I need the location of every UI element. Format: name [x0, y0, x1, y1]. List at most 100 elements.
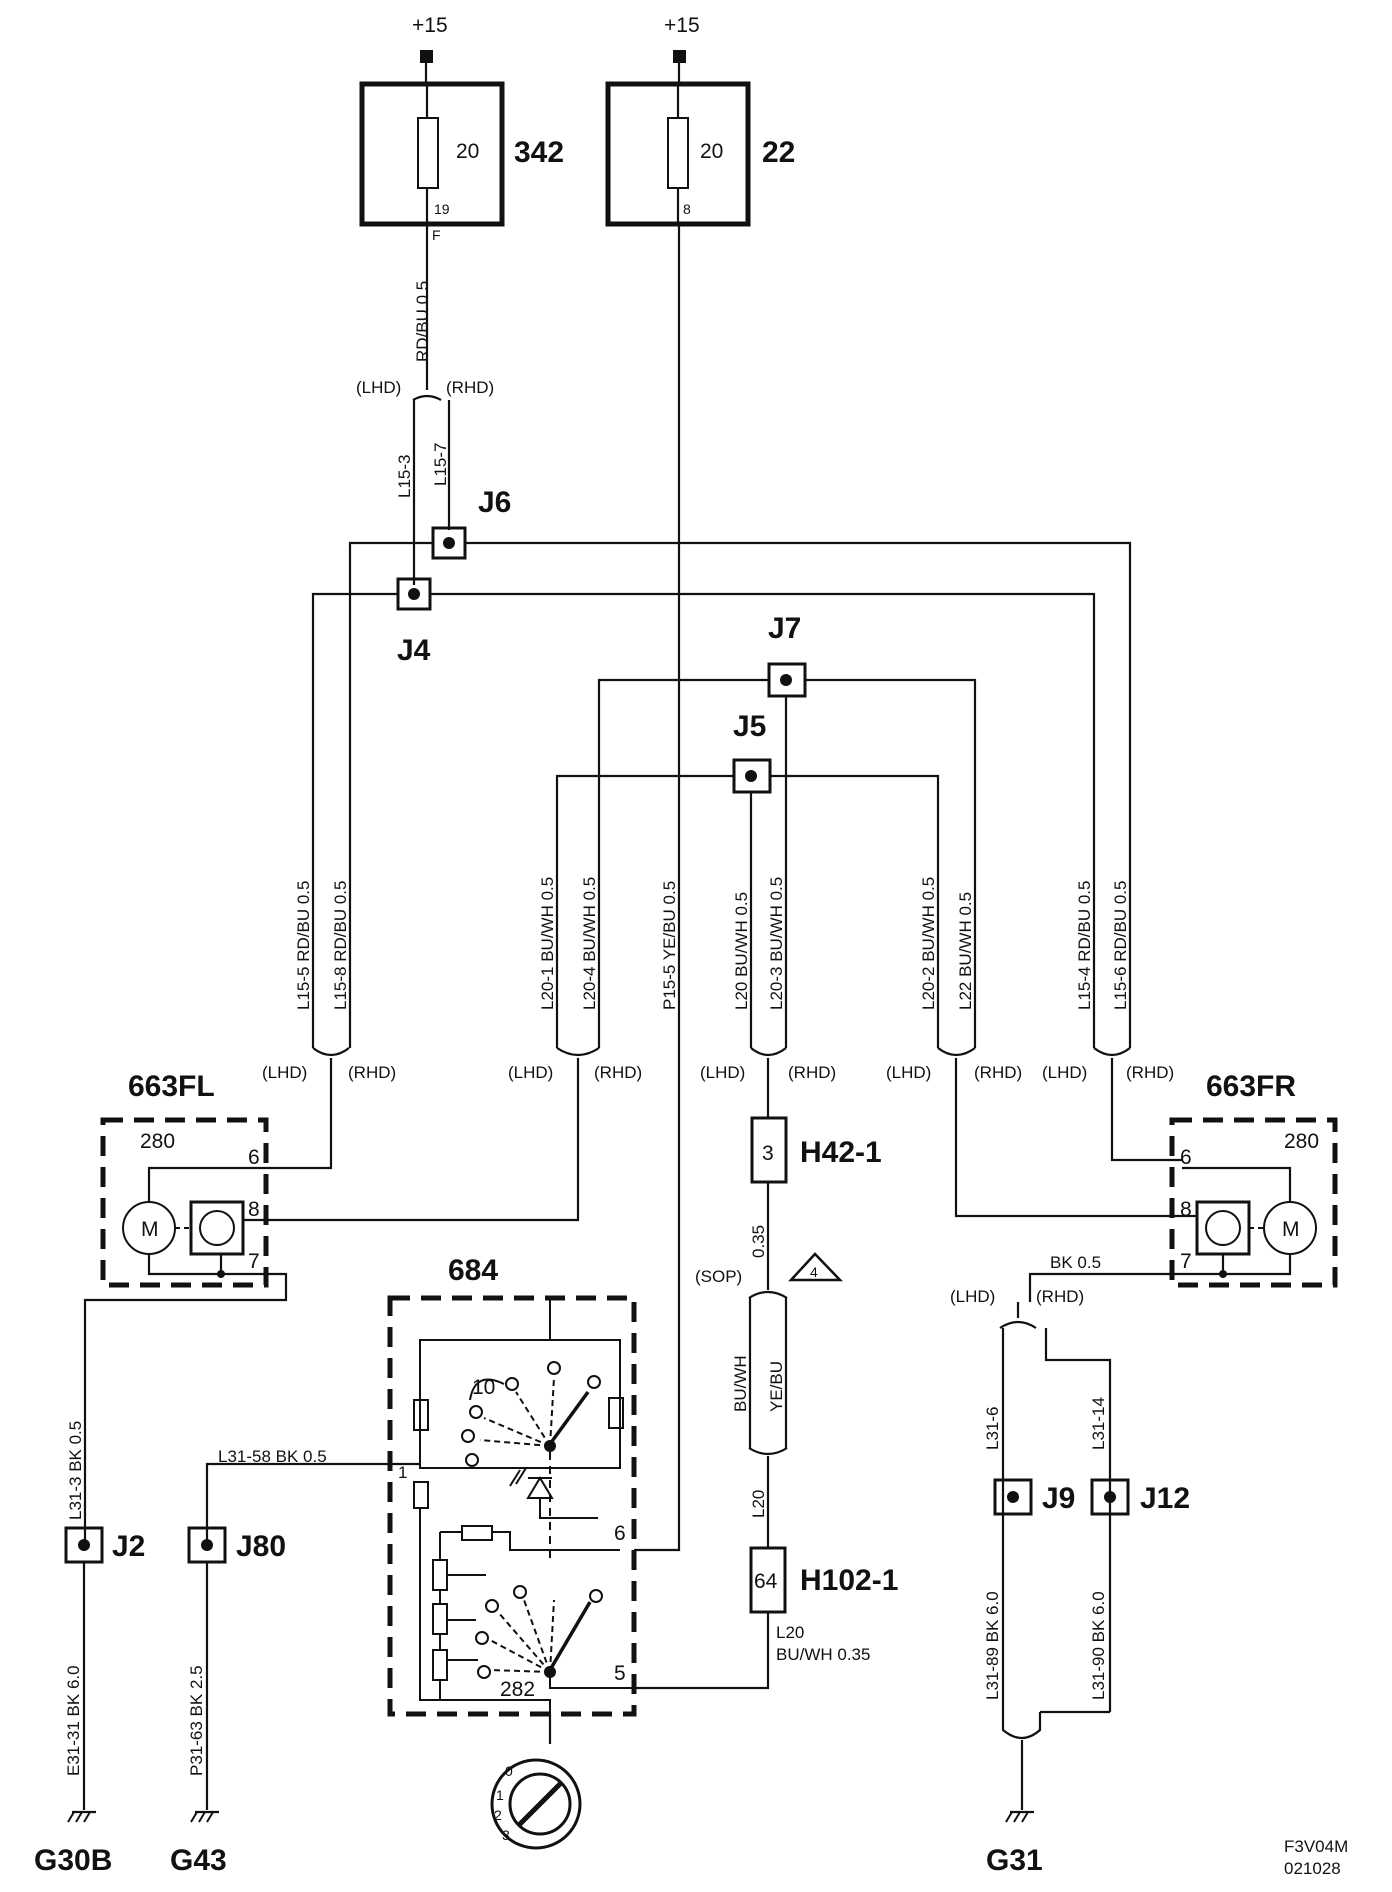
- wire-l31-90-label: L31-90 BK 6.0: [1089, 1591, 1108, 1700]
- rotary-knob[interactable]: 0 1 2 3: [490, 1714, 582, 1850]
- wire-l15-6-label: L15-6 RD/BU 0.5: [1111, 881, 1130, 1010]
- merge-brace-l22: (LHD) (RHD): [886, 1047, 1172, 1218]
- merge-brace-fl: (LHD) (RHD): [262, 1047, 396, 1160]
- connector-h42-1: 3 H42-1: [750, 1116, 882, 1184]
- wire-l31-89-label: L31-89 BK 6.0: [983, 1591, 1002, 1700]
- supply-left: +15: [412, 14, 448, 82]
- merge-brace-g31: (LHD) (RHD): [950, 1287, 1084, 1329]
- connector-h102-1-pin: 64: [754, 1570, 778, 1593]
- fuse-22: 20 8 22: [605, 81, 795, 227]
- wire-l20c-spec-label: BU/WH 0.35: [776, 1645, 870, 1664]
- junction-j7: J7: [767, 612, 807, 698]
- variant-lhd-top: (LHD): [356, 378, 401, 397]
- ground-g31-label: G31: [986, 1844, 1043, 1877]
- motor-663fr-pin6: 6: [1180, 1146, 1192, 1169]
- variant-lhd-fl: (LHD): [262, 1063, 307, 1082]
- junction-j5: J5: [732, 710, 772, 794]
- variant-lhd-fr: (LHD): [1042, 1063, 1087, 1082]
- variant-rhd-top: (RHD): [446, 378, 494, 397]
- variant-lhd-g31: (LHD): [950, 1287, 995, 1306]
- variant-sop: (SOP): [695, 1267, 742, 1286]
- wire-e31-31-label: E31-31 BK 6.0: [64, 1665, 83, 1776]
- junction-j12-label: J12: [1140, 1482, 1190, 1515]
- fuse-22-id: 22: [762, 136, 795, 169]
- motor-663fr-pin8: 8: [1180, 1198, 1192, 1221]
- motor-663fl-m: M: [141, 1218, 159, 1241]
- wire-l20-2-label: L20-2 BU/WH 0.5: [919, 877, 938, 1010]
- motor-663fr-pin7: 7: [1180, 1250, 1192, 1273]
- motor-663fl-pin7: 7: [248, 1250, 260, 1273]
- wire-l20-label: L20 BU/WH 0.5: [732, 892, 751, 1010]
- merge-brace-l20: (LHD) (RHD): [508, 1047, 642, 1200]
- junction-j6: J6: [431, 486, 511, 560]
- junction-j9: L31-6 J9 L31-89 BK 6.0: [983, 1407, 1075, 1700]
- motor-663fl: 663FL 280 6 8 7 M: [100, 1070, 333, 1288]
- variant-rhd-g31: (RHD): [1036, 1287, 1084, 1306]
- diagram-date: 021028: [1284, 1859, 1341, 1878]
- knob-mark-0: 0: [505, 1763, 513, 1779]
- ground-g30b: G30B: [34, 1810, 112, 1877]
- wire-l20-1-label: L20-1 BU/WH 0.5: [538, 877, 557, 1010]
- motor-663fr-id: 663FR: [1206, 1070, 1296, 1103]
- switch-684-id: 684: [448, 1254, 498, 1287]
- motor-663fr: 663FR 280 6 8 7 M: [1169, 1070, 1338, 1288]
- knob-mark-3: 3: [502, 1827, 510, 1843]
- wire-p15-5-label: P15-5 YE/BU 0.5: [660, 881, 679, 1010]
- junction-j80-label: J80: [236, 1530, 286, 1563]
- fuse-22-pin: 8: [683, 201, 691, 217]
- motor-663fl-pin8: 8: [248, 1198, 260, 1221]
- junction-j4: J4: [396, 577, 432, 667]
- motor-663fl-id: 663FL: [128, 1070, 215, 1103]
- junction-j7-label: J7: [768, 612, 801, 645]
- wire-l20-4-label: L20-4 BU/WH 0.5: [580, 877, 599, 1010]
- variant-rhd-fr: (RHD): [1126, 1063, 1174, 1082]
- wire-l15-3-label: L15-3: [395, 455, 414, 498]
- switch-684: 684 10 1 6 5 282: [387, 1254, 637, 1730]
- connector-h42-1-pin: 3: [762, 1142, 774, 1165]
- wire-buwh-label: BU/WH: [731, 1355, 750, 1412]
- junction-j2: L31-3 BK 0.5 J2 E31-31 BK 6.0: [64, 1421, 145, 1810]
- junction-j6-label: J6: [478, 486, 511, 519]
- junction-j4-label: J4: [397, 634, 431, 667]
- ground-g30b-label: G30B: [34, 1844, 112, 1877]
- ground-g31: G31: [986, 1710, 1110, 1877]
- switch-684-pin6: 6: [614, 1522, 626, 1545]
- wire-p31-63-label: P31-63 BK 2.5: [187, 1665, 206, 1776]
- motor-663fl-code: 280: [140, 1130, 175, 1153]
- wire-l15-4-label: L15-4 RD/BU 0.5: [1075, 881, 1094, 1010]
- ground-g43: G43: [170, 1810, 227, 1877]
- note-number: 4: [810, 1264, 818, 1280]
- variant-lhd-h42: (LHD): [700, 1063, 745, 1082]
- switch-684-pin1: 1: [398, 1463, 407, 1482]
- switch-684-pin10: 10: [472, 1376, 495, 1399]
- motor-663fl-pin6: 6: [248, 1146, 260, 1169]
- variant-rhd-l22: (RHD): [974, 1063, 1022, 1082]
- wire-l22-label: L22 BU/WH 0.5: [956, 892, 975, 1010]
- merge-brace-fr: (LHD) (RHD): [1042, 1047, 1182, 1162]
- variant-lhd-l22: (LHD): [886, 1063, 931, 1082]
- junction-j5-label: J5: [733, 710, 766, 743]
- fuse-342-output-wire: RD/BU 0.5 (LHD) (RHD) L15-3 L15-7: [356, 224, 494, 585]
- wire-yebu-label: YE/BU: [767, 1361, 786, 1412]
- wire-l20-3-label: L20-3 BU/WH 0.5: [767, 877, 786, 1010]
- junction-j12: L31-14 J12 L31-90 BK 6.0: [1089, 1397, 1190, 1700]
- fuse-342-rating: 20: [456, 140, 479, 163]
- junction-j80: J80 P31-63 BK 2.5: [187, 1526, 286, 1810]
- junction-j2-label: J2: [112, 1530, 145, 1563]
- switch-684-pin5: 5: [614, 1662, 626, 1685]
- motor-663fr-code: 280: [1284, 1130, 1319, 1153]
- supply-right: +15: [664, 14, 700, 82]
- knob-mark-2: 2: [494, 1807, 502, 1823]
- supply-left-label: +15: [412, 14, 448, 37]
- vertical-wire-labels: L15-5 RD/BU 0.5 L15-8 RD/BU 0.5 L20-1 BU…: [294, 877, 1130, 1010]
- variant-rhd-fl: (RHD): [348, 1063, 396, 1082]
- supply-right-label: +15: [664, 14, 700, 37]
- wire-l31-58-label: L31-58 BK 0.5: [218, 1447, 327, 1466]
- connector-h102-1: 64 H102-1: [749, 1546, 898, 1614]
- switch-684-code282: 282: [500, 1678, 535, 1701]
- connector-h102-1-id: H102-1: [800, 1564, 898, 1597]
- variant-rhd-l20: (RHD): [594, 1063, 642, 1082]
- diagram-code: F3V04M: [1284, 1837, 1348, 1856]
- wire-l20c-label: L20: [776, 1623, 804, 1642]
- wire-l15-5-label: L15-5 RD/BU 0.5: [294, 881, 313, 1010]
